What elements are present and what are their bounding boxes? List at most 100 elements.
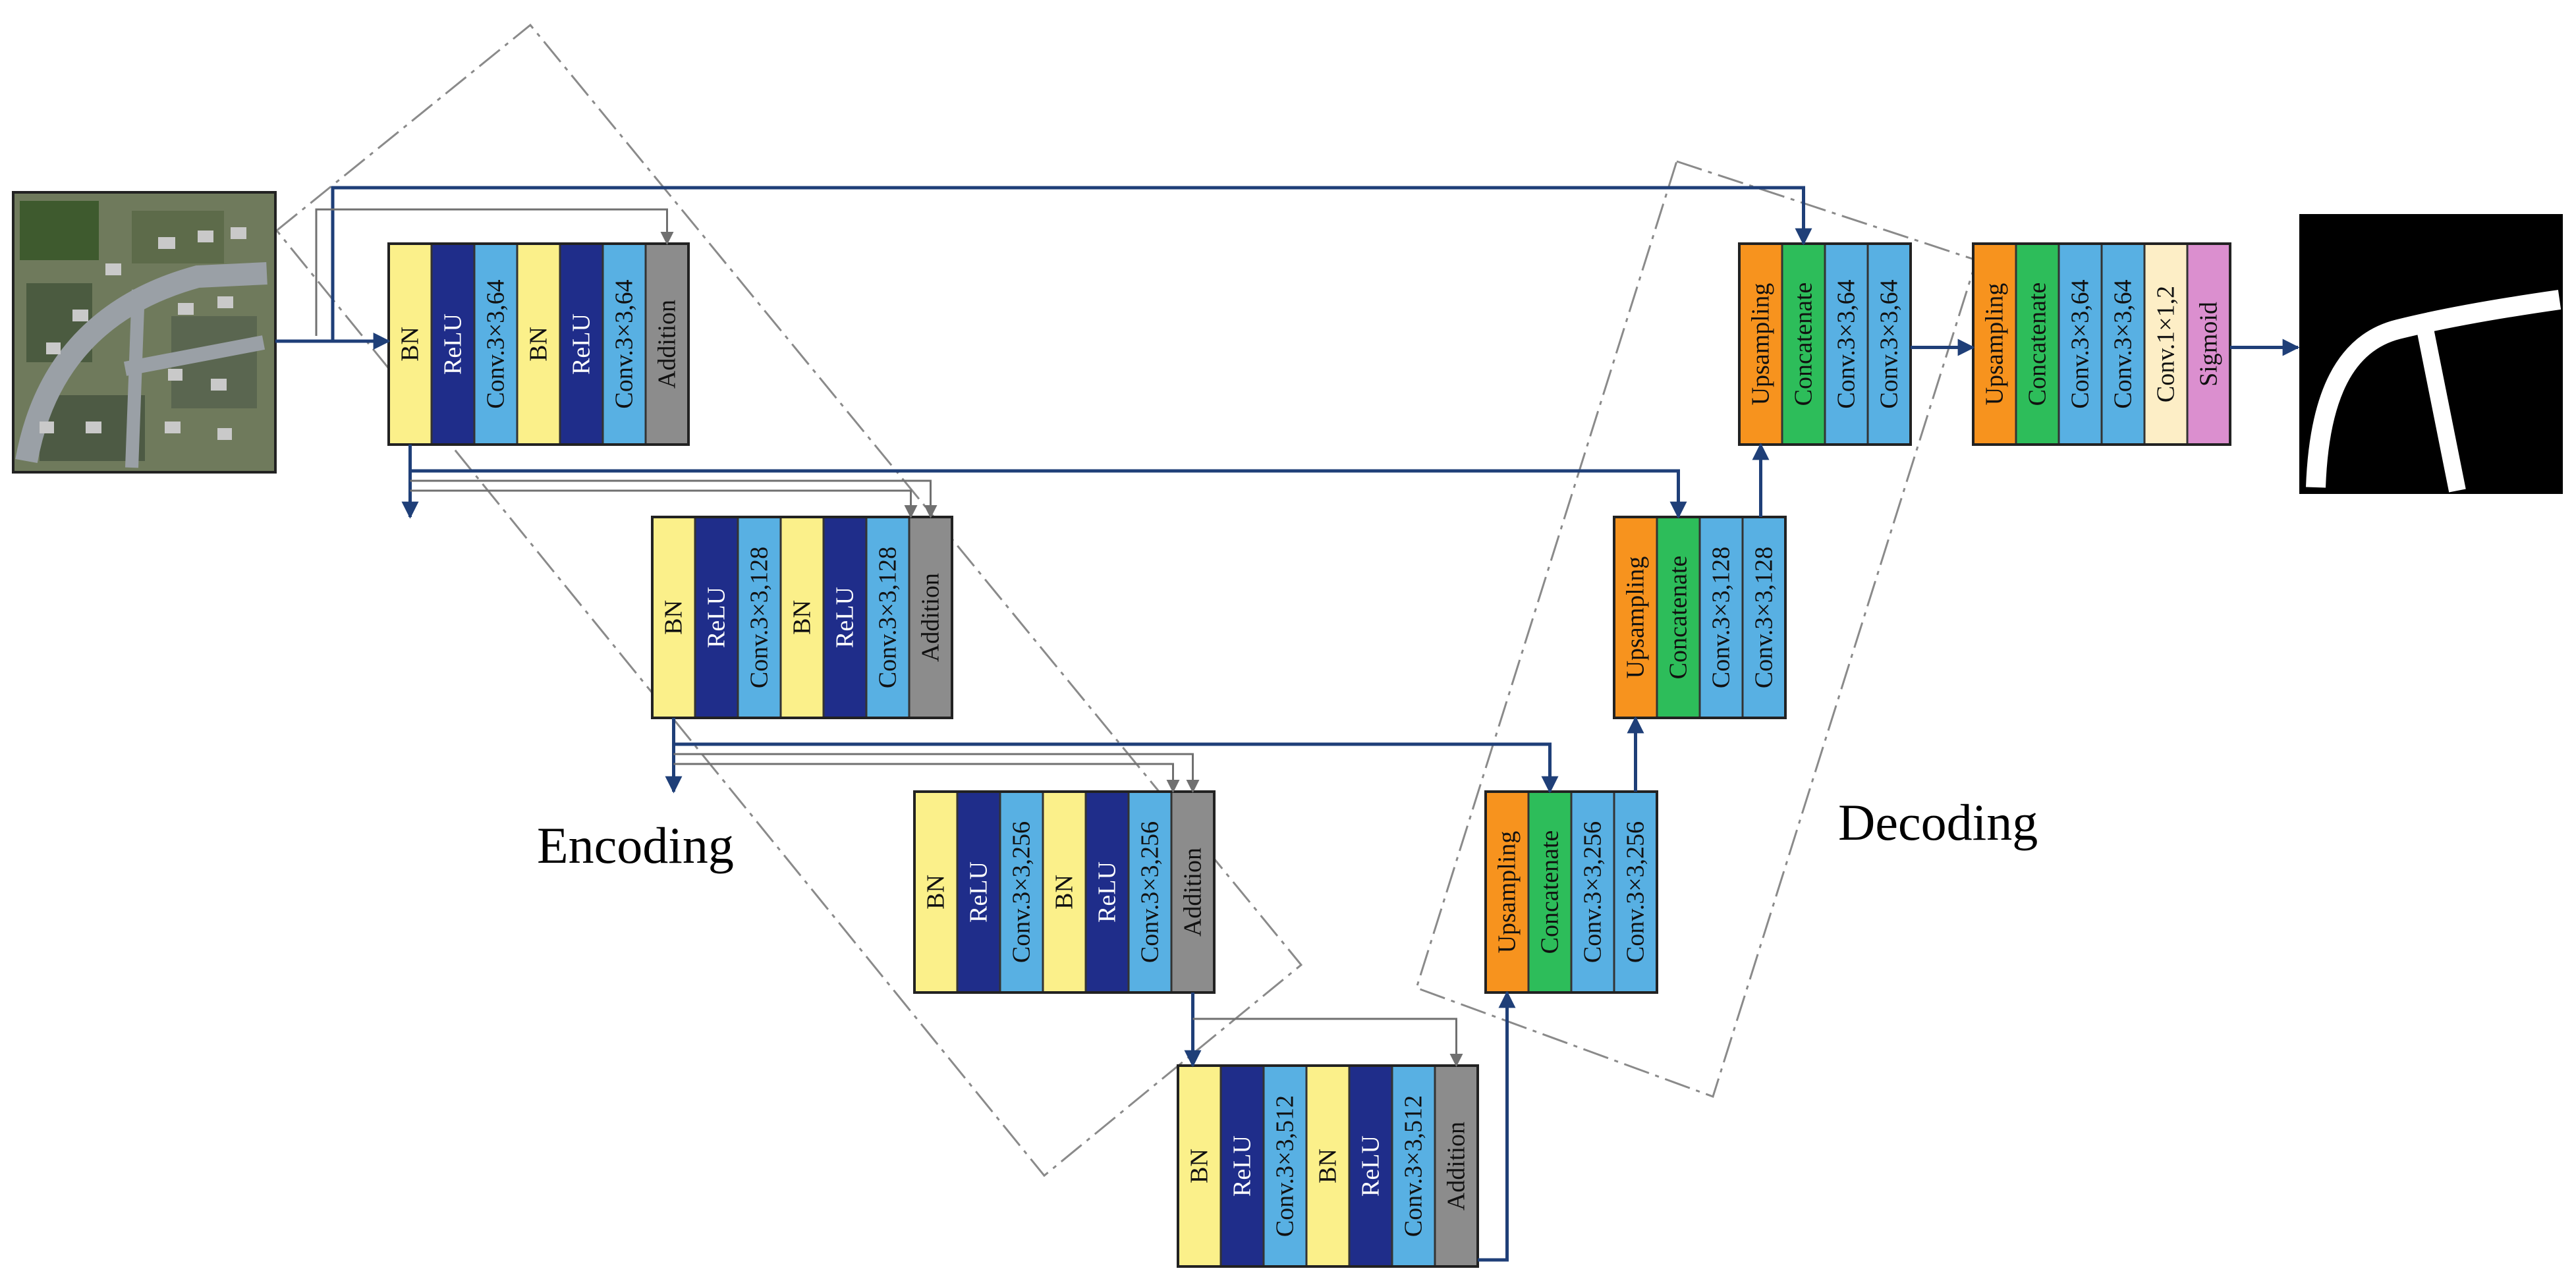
layer-conv: Conv.3×3,256: [999, 790, 1044, 994]
layer-conv-box: [737, 516, 782, 719]
layer-bn: BN: [913, 790, 959, 994]
layer-conv: Conv.3×3,128: [1741, 516, 1787, 719]
layer-relu-box: [1084, 790, 1130, 994]
layer-concatenate-box: [1781, 242, 1826, 446]
connector-arrows: [275, 186, 2300, 1262]
layer-label: Conv.1×1,2: [2152, 286, 2180, 402]
layer-sigmoid: Sigmoid: [2186, 242, 2231, 446]
layer-conv: Conv.3×3,64: [1866, 242, 1912, 446]
layer-bn: BN: [1305, 1064, 1351, 1268]
layer-label: Conv.3×3,64: [1876, 279, 1903, 408]
encoding-region-outline: [275, 23, 1303, 1178]
layer-upsampling: Upsampling: [1484, 790, 1530, 994]
layer-conv-box: [1127, 790, 1173, 994]
layer-label: Conv.3×3,128: [1750, 547, 1778, 688]
layer-label: Conv.3×3,64: [2067, 279, 2094, 408]
input-aerial-image: [12, 191, 277, 474]
layer-relu-box: [1219, 1064, 1265, 1268]
layer-relu: ReLU: [694, 516, 739, 719]
layer-label: BN: [789, 600, 816, 635]
layer-relu: ReLU: [430, 242, 476, 446]
layer-label: ReLU: [1229, 1135, 1256, 1197]
block-outline: [913, 790, 1216, 994]
layer-conv: Conv.3×3,256: [1127, 790, 1173, 994]
layer-conv-box: [1698, 516, 1744, 719]
layer-conv-box: [865, 516, 910, 719]
layer-label: Addition: [1179, 848, 1207, 937]
layer-label: Conv.3×3,64: [611, 279, 638, 408]
block-out: Upsampling Concatenate Conv.3×3,64 Conv.3×3…: [1972, 242, 2231, 446]
layer-label: Addition: [917, 573, 945, 662]
layer-addition-box: [644, 242, 690, 446]
layer-upsampling: Upsampling: [1613, 516, 1658, 719]
layer-conv: Conv.3×3,128: [1698, 516, 1744, 719]
layer-conv1x1-box: [2143, 242, 2189, 446]
layer-label: Conv.3×3,256: [1622, 821, 1650, 963]
layer-label: Conv.3×3,512: [1272, 1095, 1299, 1237]
layer-conv: Conv.3×3,128: [865, 516, 910, 719]
output-segmentation-mask: [2299, 214, 2563, 494]
layer-label: ReLU: [1094, 861, 1121, 923]
layer-label: Upsampling: [1981, 283, 2009, 406]
layer-label: BN: [1051, 875, 1078, 910]
layer-bn: BN: [387, 242, 433, 446]
layer-label: Concatenate: [2024, 283, 2052, 406]
layer-addition: Addition: [644, 242, 690, 446]
block-outline: [1177, 1064, 1479, 1268]
layer-conv: Conv.3×3,256: [1613, 790, 1658, 994]
layer-label: BN: [1186, 1149, 1214, 1184]
layer-relu: ReLU: [559, 242, 604, 446]
layer-label: Conv.3×3,128: [874, 547, 902, 688]
layer-concatenate: Concatenate: [2015, 242, 2060, 446]
layer-label: ReLU: [1357, 1135, 1385, 1197]
layer-label: ReLU: [703, 587, 731, 648]
layer-label: Addition: [1443, 1122, 1470, 1211]
arrow-residual-enc2: [410, 479, 938, 518]
decoding-region-outline: [1415, 160, 1978, 1098]
layer-conv1x1: Conv.1×1,2: [2143, 242, 2189, 446]
arrow-skip-enc2-to-dec1: [673, 742, 1559, 794]
decoding-label: Decoding: [1838, 794, 2038, 851]
layer-label: Sigmoid: [2195, 302, 2223, 387]
arrow-residual-enc1: [315, 208, 674, 336]
encoding-label: Encoding: [537, 817, 734, 874]
layer-upsampling-box: [1972, 242, 2017, 446]
arrow-skip-enc1-to-dec2: [410, 469, 1687, 519]
layer-bn: BN: [651, 516, 696, 719]
layer-addition-box: [908, 516, 953, 719]
layer-conv: Conv.3×3,64: [473, 242, 518, 446]
layer-label: BN: [397, 327, 424, 362]
layer-addition: Addition: [1434, 1064, 1479, 1268]
layer-relu: ReLU: [1348, 1064, 1393, 1268]
layer-conv: Conv.3×3,512: [1262, 1064, 1308, 1268]
layer-label: ReLU: [965, 861, 993, 923]
layer-conv: Conv.3×3,64: [1824, 242, 1869, 446]
layer-label: Conv.3×3,512: [1400, 1095, 1428, 1237]
layer-label: Addition: [654, 300, 681, 389]
layer-label: Upsampling: [1494, 831, 1521, 954]
block-outline: [1484, 790, 1658, 994]
layer-label: Conv.3×3,64: [482, 279, 510, 408]
layer-label: Conv.3×3,64: [2110, 279, 2137, 408]
arrow-residual-enc3: [673, 753, 1200, 793]
layer-conv: Conv.3×3,64: [602, 242, 647, 446]
layer-relu: ReLU: [956, 790, 1001, 994]
layer-label: Upsampling: [1622, 557, 1650, 679]
layer-label: Conv.3×3,128: [1708, 547, 1735, 688]
layer-label: Upsampling: [1747, 283, 1775, 406]
layer-bn: BN: [516, 242, 561, 446]
layer-upsampling-box: [1484, 790, 1530, 994]
layer-label: BN: [525, 327, 553, 362]
arrow-residual-enc2-inner: [410, 489, 918, 518]
layer-relu: ReLU: [1219, 1064, 1265, 1268]
layer-label: ReLU: [439, 313, 467, 375]
layer-conv: Conv.3×3,64: [2100, 242, 2146, 446]
layer-label: Concatenate: [1536, 830, 1564, 954]
layer-bn: BN: [1177, 1064, 1222, 1268]
layer-bn: BN: [779, 516, 825, 719]
layer-conv: Conv.3×3,256: [1570, 790, 1615, 994]
layer-relu-box: [956, 790, 1001, 994]
